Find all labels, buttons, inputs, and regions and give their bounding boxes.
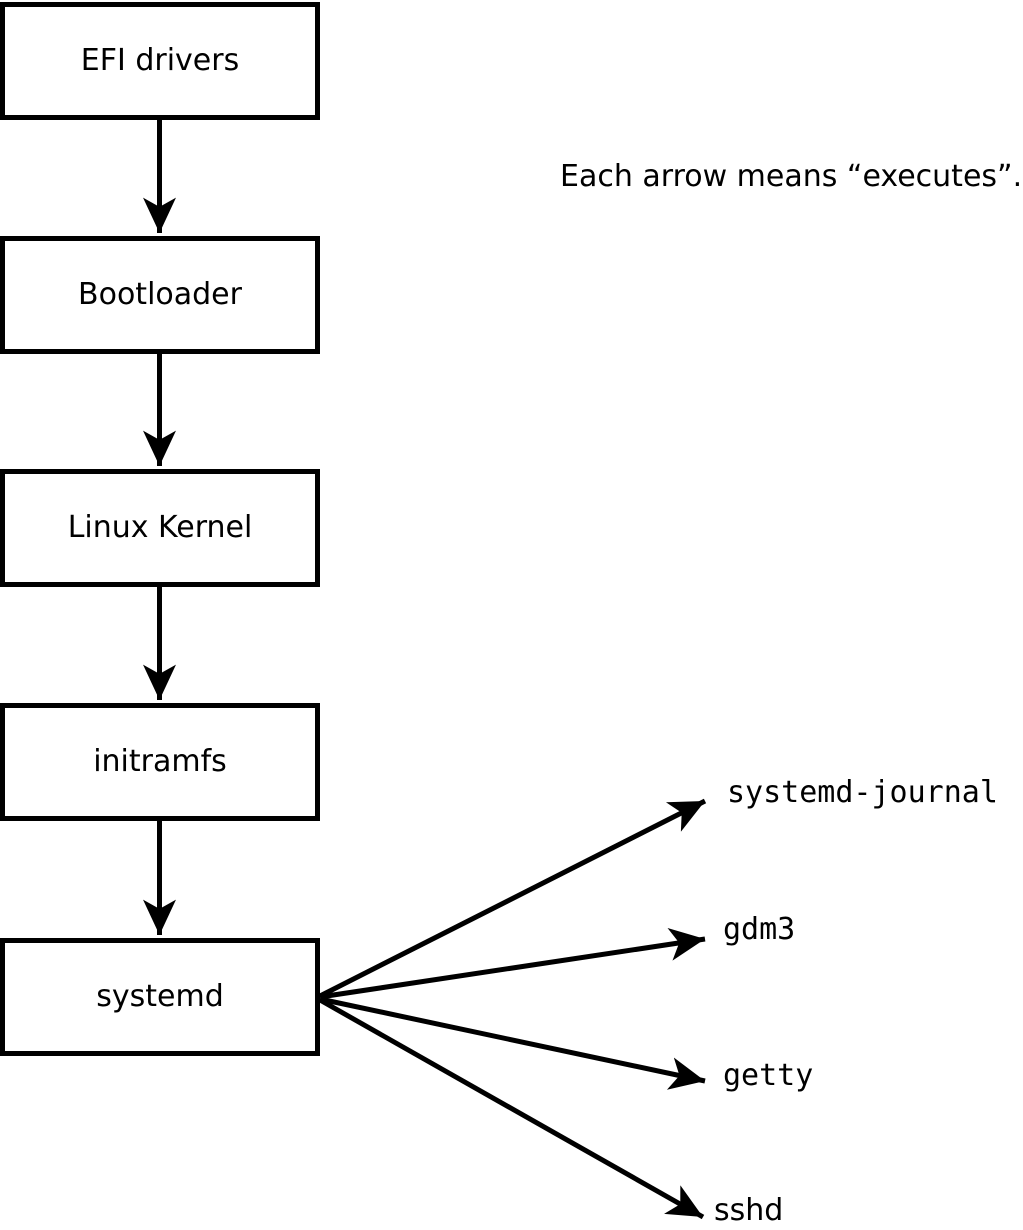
arrow-systemd-to-gdm3 <box>319 927 706 1000</box>
node-label: EFI drivers <box>80 43 240 78</box>
service-label-getty: getty <box>723 1058 814 1093</box>
service-label-systemd-journal: systemd-journal <box>727 775 998 810</box>
node-linux-kernel: Linux Kernel <box>0 469 320 587</box>
service-label-sshd: sshd <box>714 1193 784 1228</box>
arrow-systemd-to-sshd <box>318 997 705 1220</box>
node-initramfs: initramfs <box>0 703 320 821</box>
node-systemd: systemd <box>0 938 320 1056</box>
node-label: systemd <box>96 979 224 1014</box>
node-label: initramfs <box>93 744 227 779</box>
node-bootloader: Bootloader <box>0 236 320 354</box>
service-label-gdm3: gdm3 <box>723 912 796 947</box>
node-efi-drivers: EFI drivers <box>0 2 320 120</box>
arrow-systemd-to-getty <box>319 996 706 1090</box>
node-label: Bootloader <box>78 277 242 312</box>
arrow-systemd-to-journal <box>318 798 707 999</box>
node-label: Linux Kernel <box>67 510 253 545</box>
arrow-legend-note: Each arrow means “executes”. <box>560 159 1023 194</box>
